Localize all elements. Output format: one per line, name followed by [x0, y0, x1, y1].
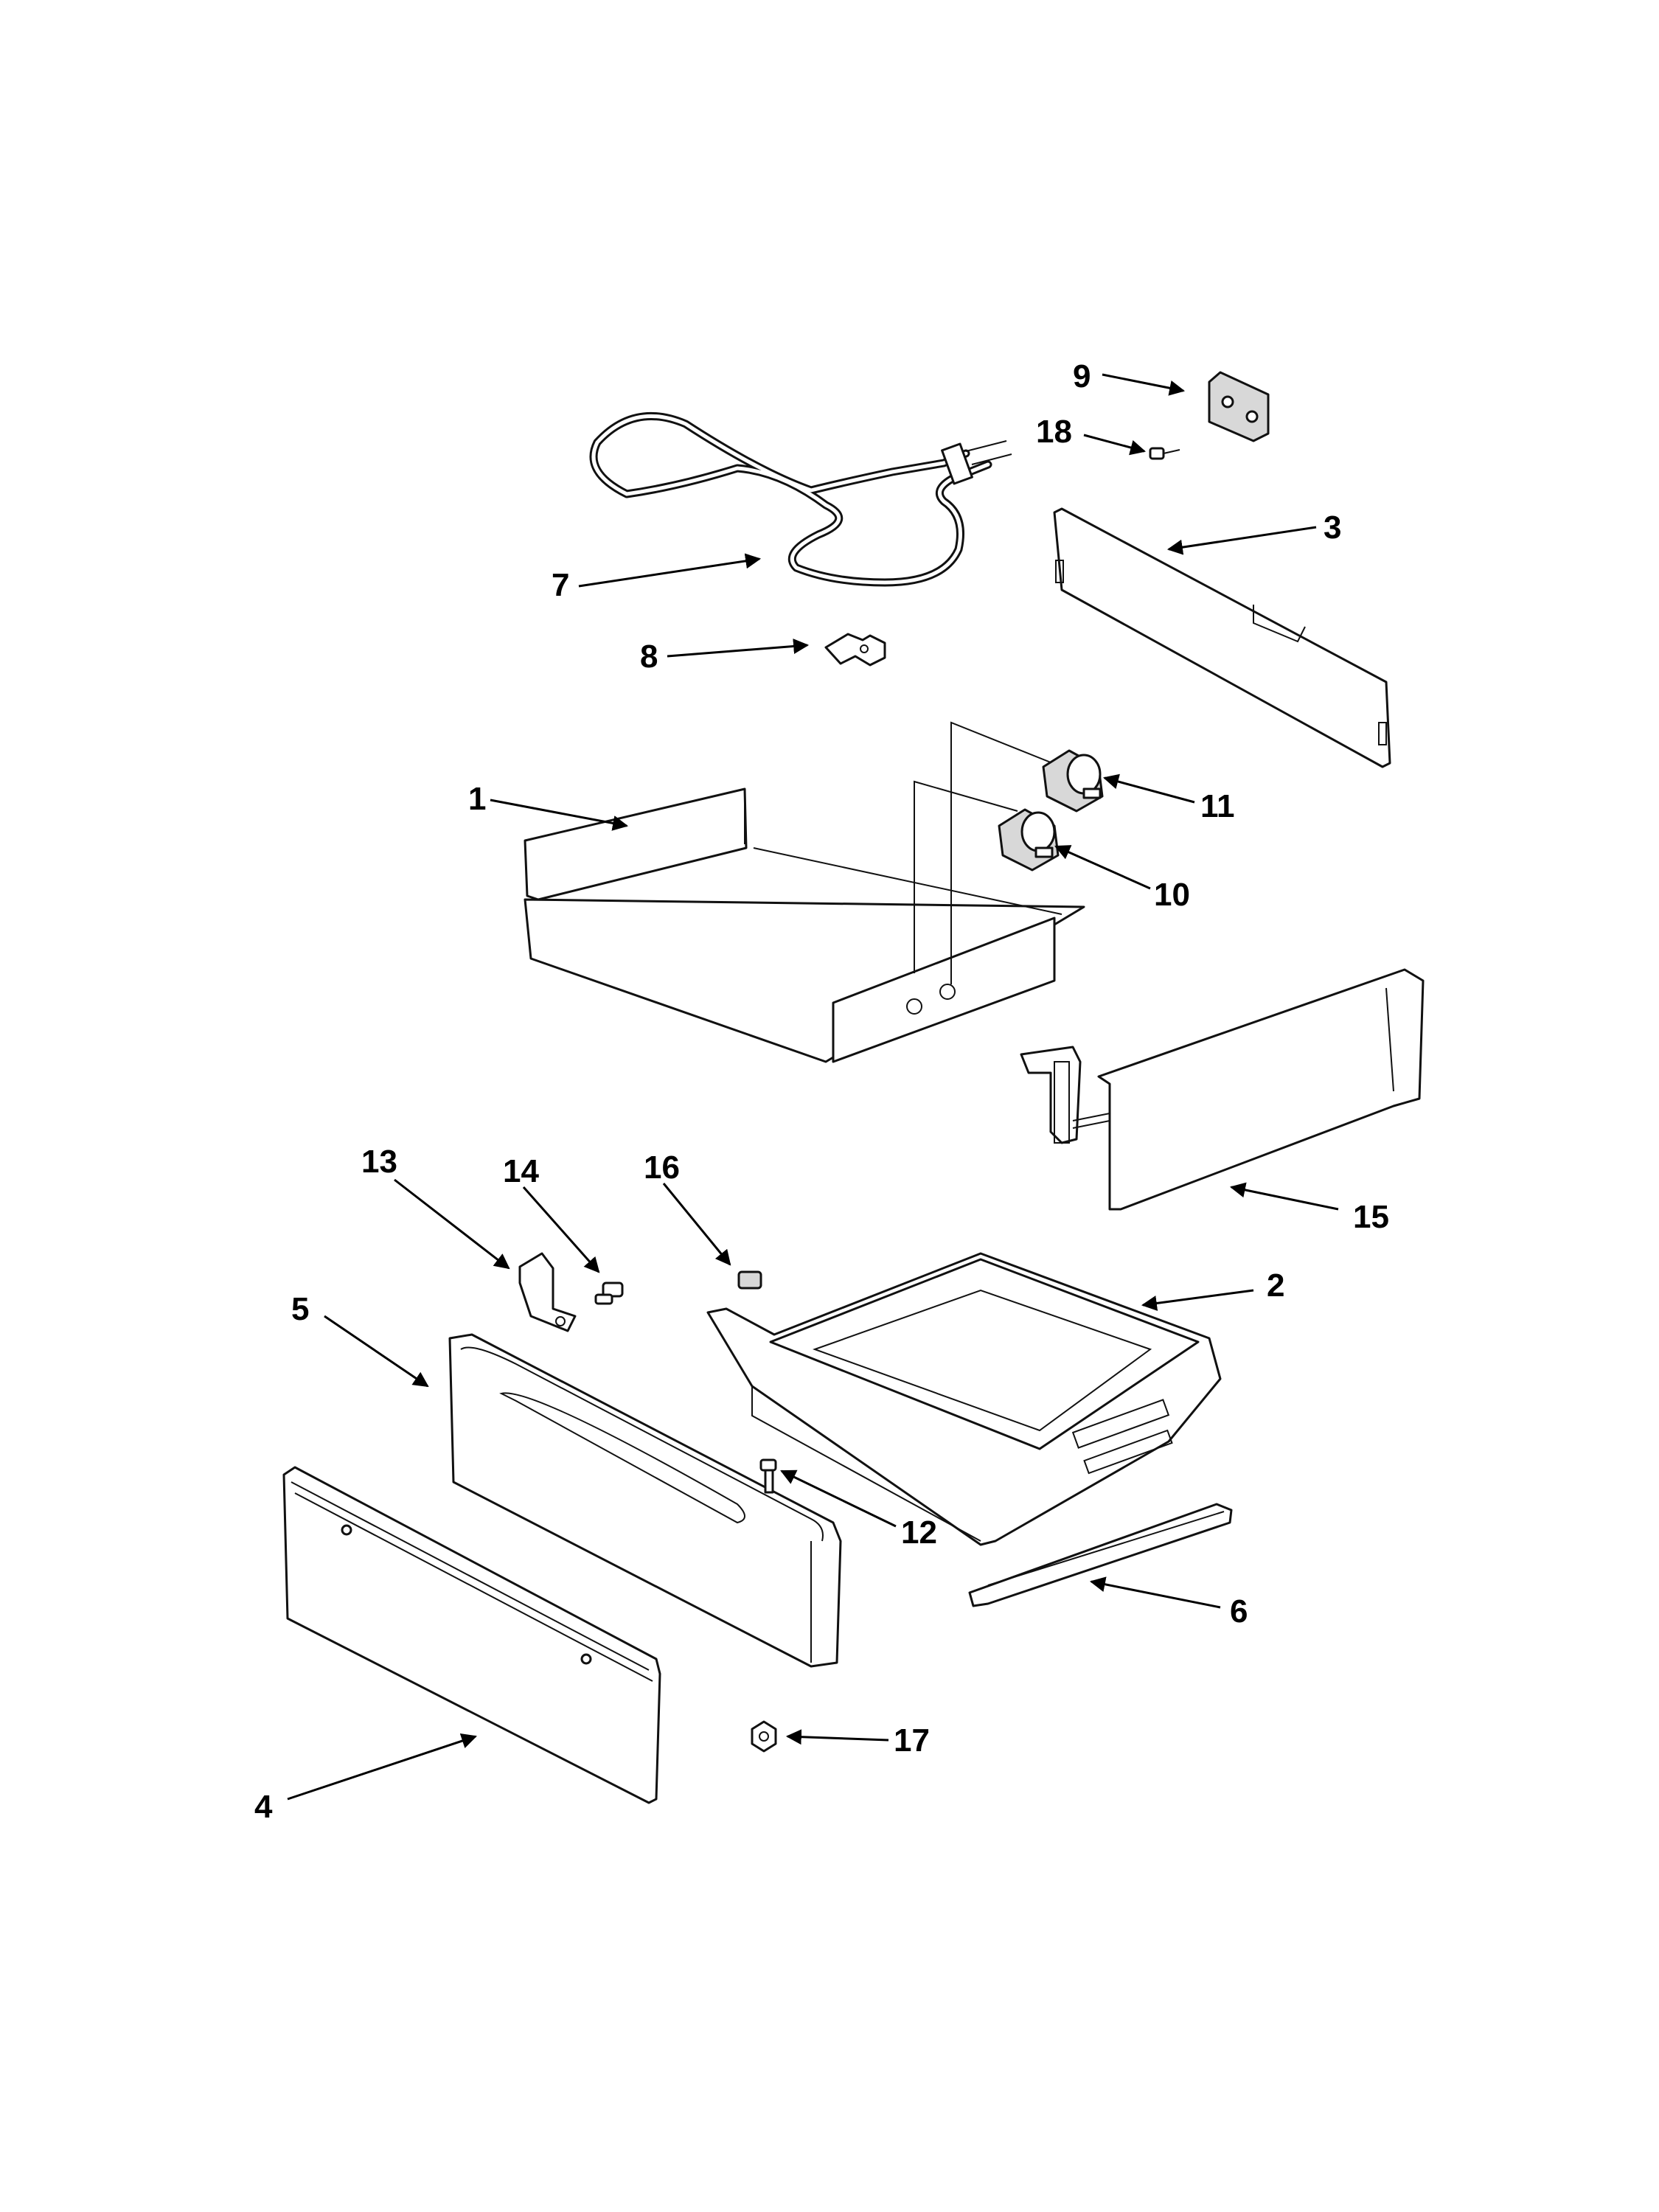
part-drawer-slide [968, 1503, 1233, 1607]
leader-4 [287, 1733, 477, 1801]
leader-9 [1102, 373, 1186, 396]
callout-9: 9 [1073, 358, 1091, 394]
leader-lines [287, 373, 1339, 1801]
callout-13: 13 [361, 1144, 397, 1180]
leader-16 [662, 1183, 731, 1266]
callout-12: 12 [901, 1514, 937, 1551]
leader-13 [394, 1178, 510, 1270]
callout-17: 17 [894, 1722, 930, 1759]
part-side-panel-with-rail [1020, 968, 1425, 1211]
leader-8 [667, 639, 810, 658]
callout-3: 3 [1324, 509, 1341, 546]
part-nut [751, 1720, 777, 1753]
part-drawer-front-panel [282, 1466, 661, 1804]
leader-18 [1083, 434, 1147, 456]
leader-5 [324, 1315, 429, 1388]
part-light-socket [594, 1281, 624, 1305]
part-thermostat-switch-lower [998, 808, 1060, 872]
mounting-lines [914, 721, 1062, 984]
part-bake-element [589, 411, 1012, 587]
part-drawer-pan [706, 1252, 1222, 1546]
part-terminal-bracket [1208, 371, 1270, 442]
leader-2 [1141, 1289, 1254, 1311]
part-screw [1149, 447, 1180, 460]
part-element-bracket [824, 633, 886, 667]
callout-8: 8 [640, 639, 658, 675]
callout-4: 4 [254, 1789, 273, 1825]
callout-14: 14 [503, 1153, 539, 1189]
callout-5: 5 [291, 1291, 309, 1327]
leader-1 [490, 799, 629, 831]
part-rear-panel [1053, 507, 1391, 768]
leader-12 [780, 1470, 897, 1528]
callout-18: 18 [1036, 414, 1072, 450]
part-drawer-screw [759, 1458, 777, 1494]
callout-11: 11 [1200, 788, 1235, 824]
callout-labels: 1 2 3 4 5 6 7 8 9 10 11 12 13 14 15 16 1… [254, 358, 1389, 1825]
part-clip [518, 1252, 577, 1332]
part-drawer-housing [524, 787, 1085, 1063]
callout-6: 6 [1230, 1593, 1248, 1630]
part-drawer-front-frame [448, 1333, 842, 1668]
callout-7: 7 [552, 567, 569, 603]
leader-3 [1166, 526, 1317, 555]
leader-15 [1229, 1182, 1339, 1211]
callout-16: 16 [644, 1150, 680, 1186]
callout-1: 1 [468, 781, 486, 817]
part-bumper [737, 1270, 762, 1290]
callout-10: 10 [1154, 877, 1190, 913]
callout-15: 15 [1353, 1199, 1389, 1235]
leader-14 [522, 1186, 600, 1273]
leader-6 [1089, 1576, 1221, 1609]
part-thermostat-switch-upper [1042, 749, 1104, 813]
leader-17 [785, 1729, 889, 1745]
leader-10 [1054, 845, 1151, 890]
leader-11 [1102, 773, 1195, 804]
callout-2: 2 [1267, 1267, 1284, 1304]
leader-7 [578, 553, 762, 588]
